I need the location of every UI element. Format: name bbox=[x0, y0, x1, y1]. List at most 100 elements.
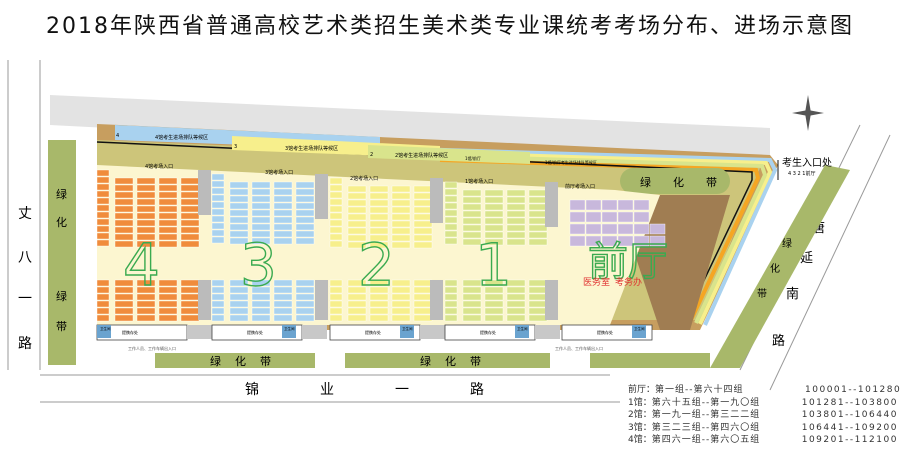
restroom bbox=[97, 325, 111, 338]
seat-block bbox=[347, 213, 367, 221]
seat-block bbox=[273, 300, 293, 308]
seat-block bbox=[211, 201, 225, 209]
road-west-char: 八 bbox=[18, 250, 32, 266]
seat-block bbox=[484, 196, 504, 204]
seat-block bbox=[569, 235, 586, 247]
legend-range: 101281--103800 bbox=[801, 397, 898, 408]
seat-block bbox=[601, 199, 618, 211]
seat-block bbox=[413, 241, 433, 249]
seat-block bbox=[369, 241, 389, 249]
legend-groups: 第六十五组--第一九〇组 bbox=[651, 397, 761, 408]
entrance-label: 1馆考场入口 bbox=[465, 178, 493, 185]
seat-block bbox=[180, 286, 200, 294]
seat-block bbox=[180, 191, 200, 199]
seat-block bbox=[114, 233, 134, 241]
hall-number-3: 3 bbox=[240, 231, 277, 299]
seat-block bbox=[96, 286, 110, 294]
seat-block bbox=[180, 205, 200, 213]
seat-block bbox=[484, 203, 504, 211]
seat-block bbox=[158, 198, 178, 206]
seat-block bbox=[96, 183, 110, 191]
legend-groups: 第四六一组--第六〇五组 bbox=[651, 435, 761, 445]
seat-block bbox=[329, 198, 343, 206]
seat-block bbox=[136, 205, 156, 213]
seat-block bbox=[444, 195, 458, 203]
seat-block bbox=[444, 279, 458, 287]
road-east-char: 延 bbox=[800, 251, 813, 266]
green-belt-label: 绿化带 bbox=[420, 354, 495, 368]
seat-block bbox=[369, 293, 389, 301]
seat-block bbox=[369, 213, 389, 221]
seat-block bbox=[273, 195, 293, 203]
seat-block bbox=[569, 211, 586, 223]
seat-block bbox=[251, 230, 271, 238]
seat-block bbox=[211, 236, 225, 244]
seat-block bbox=[413, 293, 433, 301]
legend-groups: 第一九一组--第三二二组 bbox=[651, 410, 761, 420]
seat-block bbox=[347, 227, 367, 235]
road-west-char: 丈 bbox=[18, 206, 32, 222]
seat-block bbox=[158, 314, 178, 322]
green-belt-label: 化 bbox=[770, 262, 780, 275]
seat-block bbox=[444, 230, 458, 238]
seat-block bbox=[633, 211, 650, 223]
seat-block bbox=[180, 293, 200, 301]
seat-block bbox=[444, 300, 458, 308]
seat-block bbox=[273, 286, 293, 294]
seat-block bbox=[136, 286, 156, 294]
seat-block bbox=[369, 286, 389, 294]
page-title: 2018年陕西省普通高校艺术类招生美术类专业课统考考场分布、进场示意图 bbox=[46, 14, 854, 39]
seat-block bbox=[617, 199, 634, 211]
pillar bbox=[430, 178, 443, 223]
seat-block bbox=[251, 307, 271, 315]
seat-block bbox=[211, 307, 225, 315]
seat-block bbox=[251, 216, 271, 224]
legend-hall: 1馆： bbox=[628, 397, 652, 408]
seat-block bbox=[158, 184, 178, 192]
legend-range: 109201--112100 bbox=[801, 435, 898, 445]
gray-passage bbox=[187, 325, 212, 339]
seat-block bbox=[569, 199, 586, 211]
seat-block bbox=[528, 196, 548, 204]
seat-block bbox=[413, 213, 433, 221]
seat-block bbox=[444, 237, 458, 245]
storage-label: 提携存处 bbox=[365, 329, 381, 335]
road-edge bbox=[769, 134, 891, 391]
seat-block bbox=[273, 202, 293, 210]
seat-block bbox=[114, 177, 134, 185]
seat-block bbox=[347, 234, 367, 242]
staff-note: 工作人员、工作车辆出入口 bbox=[128, 345, 176, 351]
seat-block bbox=[391, 314, 411, 322]
seat-block bbox=[444, 181, 458, 189]
restroom-label: 卫生间 bbox=[100, 326, 111, 331]
queue-num: 3 bbox=[234, 144, 237, 150]
entrance-lanes-label: 4 3 2 1前厅 bbox=[788, 170, 816, 177]
seat-block bbox=[506, 231, 526, 239]
entrance-label: 3馆考场入口 bbox=[265, 169, 293, 176]
seat-block bbox=[158, 226, 178, 234]
seat-block bbox=[329, 279, 343, 287]
seat-block bbox=[114, 212, 134, 220]
restroom-label: 卫生间 bbox=[402, 326, 413, 331]
gray-passage bbox=[420, 325, 445, 339]
seat-block bbox=[391, 213, 411, 221]
seat-block bbox=[251, 202, 271, 210]
seat-block bbox=[114, 184, 134, 192]
queue-label: 1馆/前厅考生进场排队等候区 bbox=[545, 159, 597, 165]
seat-block bbox=[180, 300, 200, 308]
road-east-char: 路 bbox=[772, 333, 785, 349]
seat-block bbox=[96, 204, 110, 212]
seat-block bbox=[329, 314, 343, 322]
seat-block bbox=[251, 181, 271, 189]
seat-block bbox=[295, 209, 315, 217]
seat-block bbox=[462, 307, 482, 315]
seat-block bbox=[329, 212, 343, 220]
lane-3 bbox=[379, 149, 773, 325]
seat-block bbox=[273, 314, 293, 322]
pillar bbox=[315, 174, 328, 219]
seat-block bbox=[136, 184, 156, 192]
seat-block bbox=[528, 286, 548, 294]
seat-block bbox=[295, 237, 315, 245]
